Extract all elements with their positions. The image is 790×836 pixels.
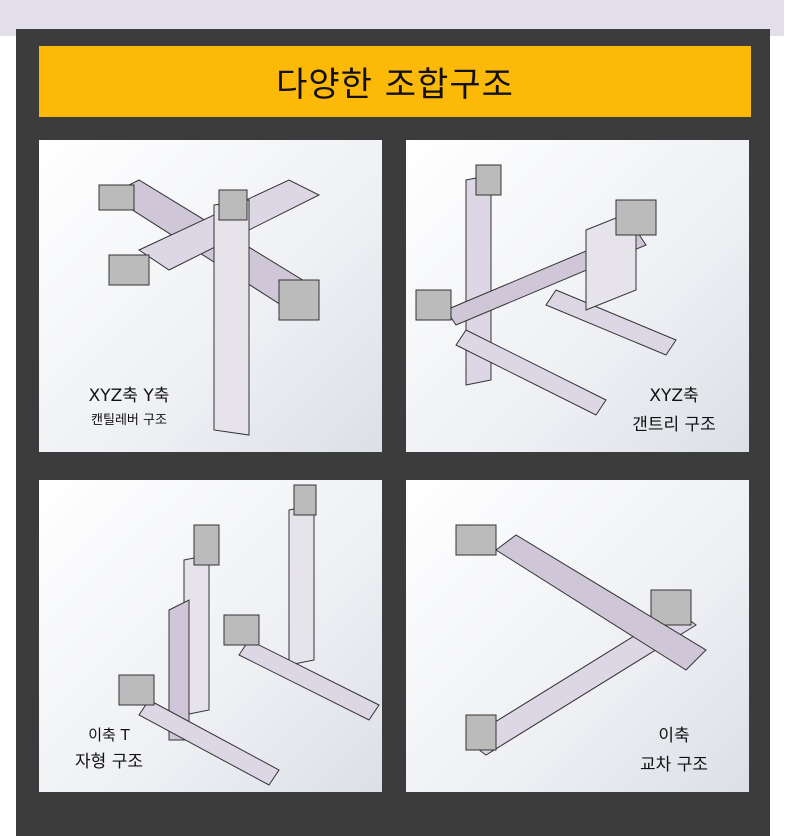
page-title: 다양한 조합구조 xyxy=(276,65,514,105)
t-shape-machine-image xyxy=(118,484,380,786)
card-label-line1: XYZ축 xyxy=(649,386,699,406)
card-t-shape: 이축 T 자형 구조 xyxy=(39,480,382,792)
card-label-line1: XYZ축 Y축 xyxy=(88,386,170,406)
card-label-line2: 캔틸레버 구조 xyxy=(91,412,167,428)
gantry-machine-image xyxy=(415,164,677,416)
card-label-line1: 이축 T xyxy=(88,726,130,744)
card-label-line1: 이축 xyxy=(658,726,690,746)
card-label-line2: 자형 구조 xyxy=(75,752,143,773)
card-label-line2: 갠트리 구조 xyxy=(632,414,716,435)
title-banner: 다양한 조합구조 xyxy=(39,46,751,117)
cantilever-machine-image xyxy=(98,179,321,436)
card-label-line2: 교차 구조 xyxy=(640,754,708,775)
cross-machine-image xyxy=(455,524,707,756)
